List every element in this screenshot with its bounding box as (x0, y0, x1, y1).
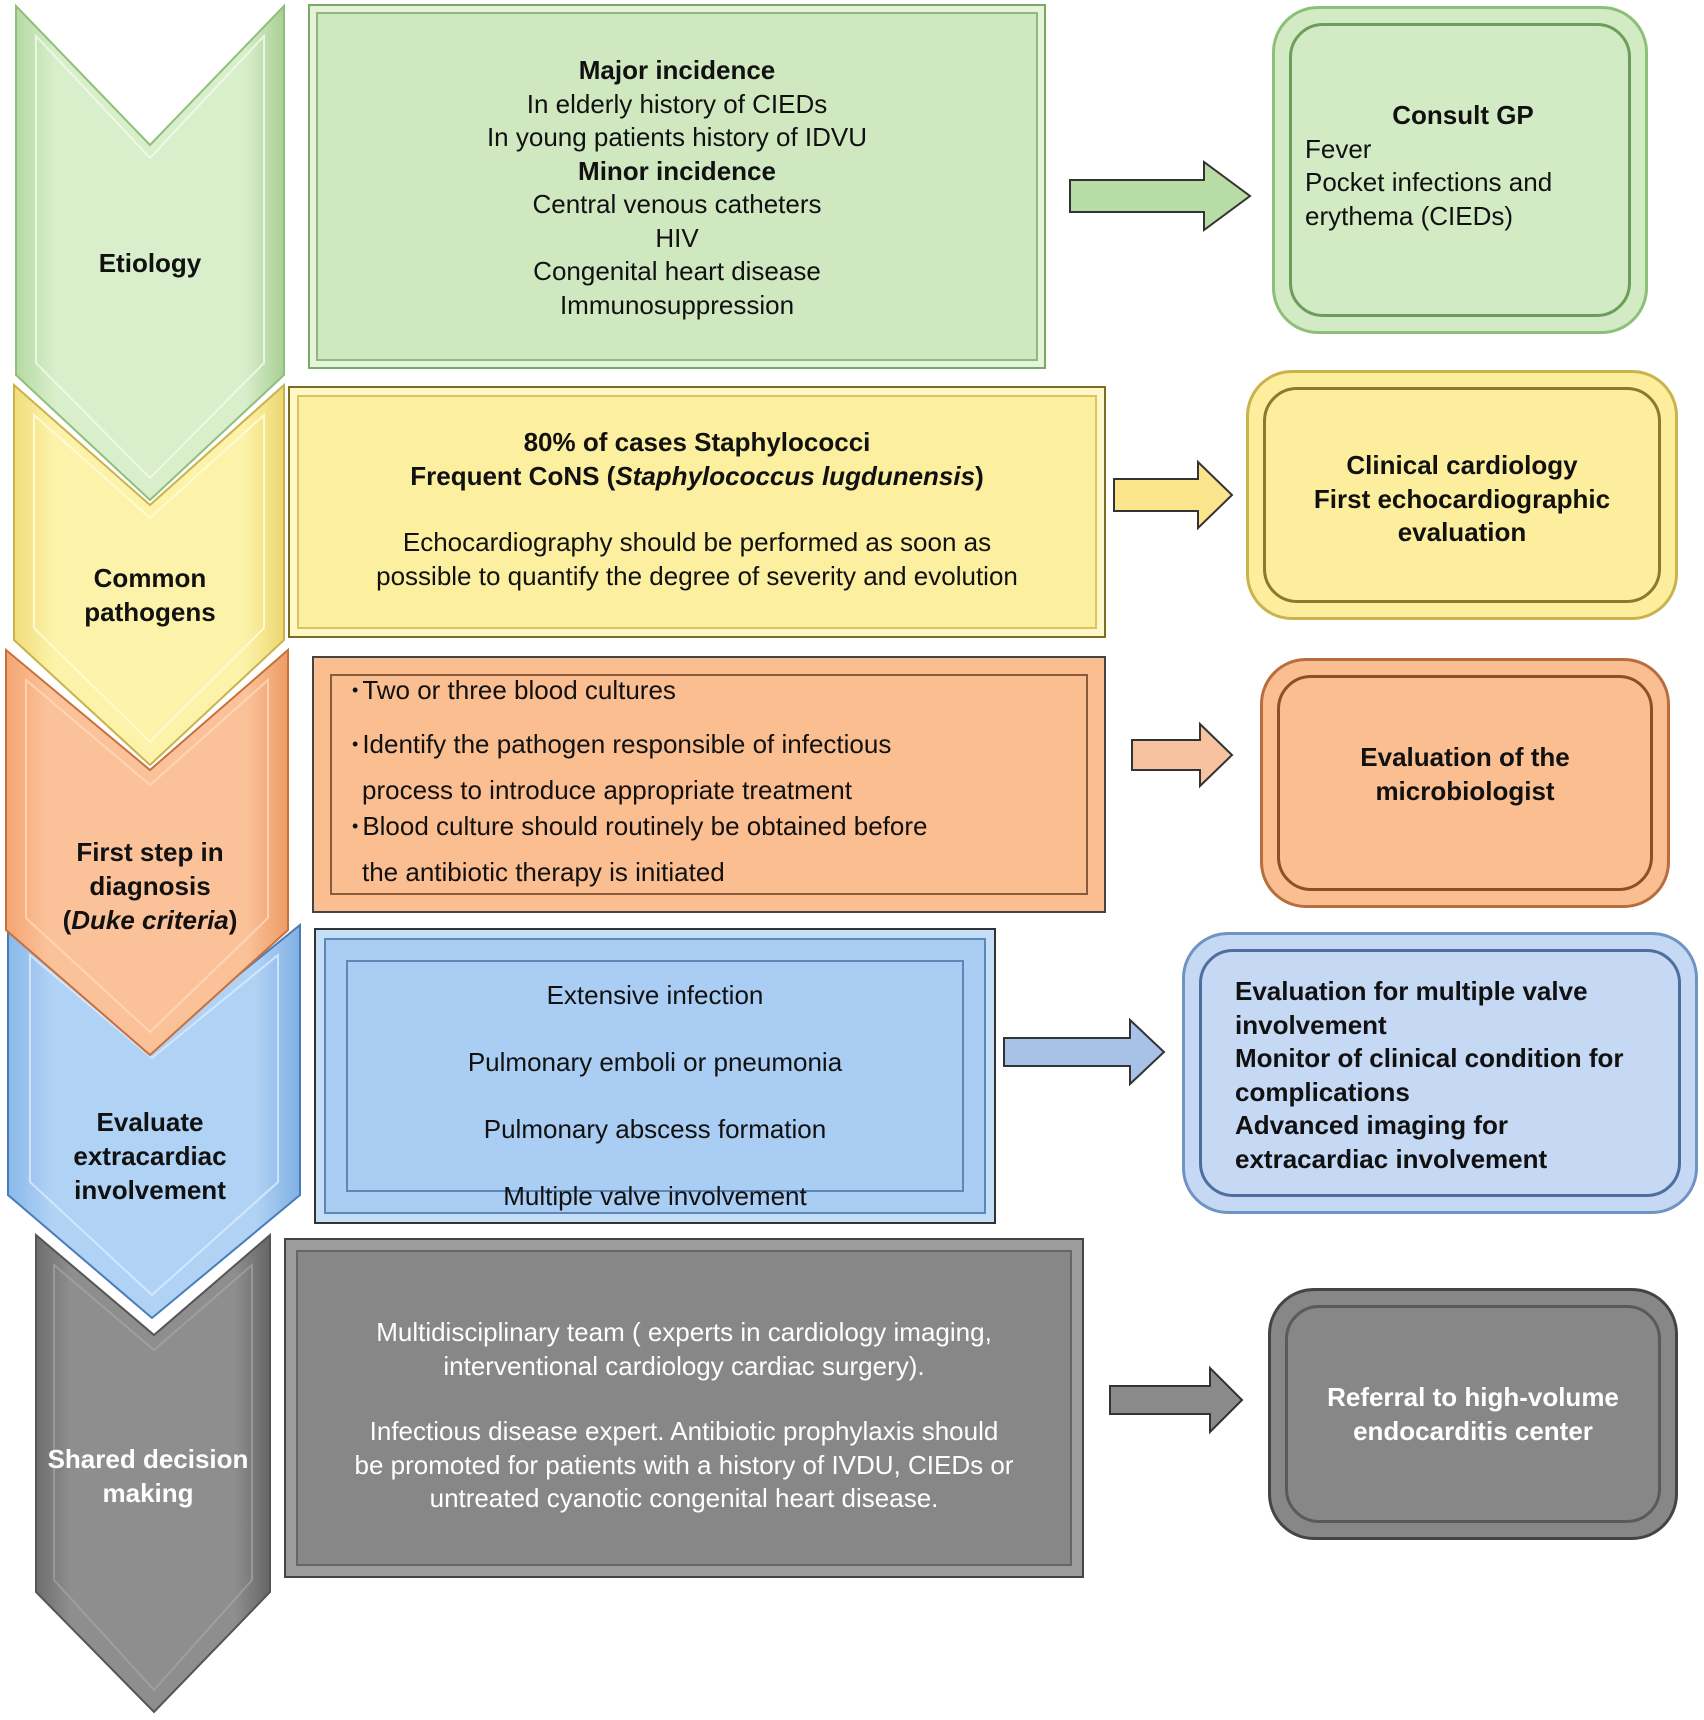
bullet-identify-pathogen: Identify the pathogen responsible of inf… (352, 726, 1092, 762)
detail-line: Central venous catheters (532, 189, 822, 219)
stage-label-extracardiac: Evaluate extracardiac involvement (73, 1107, 227, 1205)
prophylaxis-note-line: Infectious disease expert. Antibiotic pr… (369, 1416, 999, 1446)
result-line: evaluation (1397, 517, 1527, 547)
minor-incidence-heading: Minor incidence (578, 155, 776, 186)
arrow-right-icon (1113, 459, 1234, 531)
result-clinical-cardiology: Clinical cardiology First echocardiograp… (1246, 370, 1678, 620)
result-line: Monitor of clinical condition for (1235, 1043, 1624, 1073)
detail-line: Immunosuppression (559, 289, 795, 320)
chevron-first-step (5, 647, 289, 1057)
stage-label-first-step: First step in diagnosis (Duke criteria) (62, 837, 238, 935)
result-line: Pocket infections and (1305, 167, 1553, 197)
echo-note-line: possible to quantify the degree of sever… (376, 560, 1018, 591)
major-incidence-heading: Major incidence (578, 55, 776, 85)
pathogen-share-line: 80% of cases Staphylococci (523, 427, 871, 457)
detail-line: Congenital heart disease (533, 256, 821, 286)
result-line: Advanced imaging for (1235, 1110, 1509, 1140)
bullet-before-antibiotics-cont: the antibiotic therapy is initiated (362, 857, 725, 887)
prophylaxis-note-line: untreated cyanotic congenital heart dise… (429, 1483, 939, 1513)
result-line: endocarditis center (1353, 1415, 1593, 1446)
bullet-identify-pathogen-cont: process to introduce appropriate treatme… (362, 775, 852, 805)
chevron-etiology (15, 3, 285, 502)
stage-label-shared-decision: Shared decision making (47, 1444, 249, 1508)
result-consult-gp: Consult GP Fever Pocket infections and e… (1272, 6, 1648, 334)
arrow-right-icon (1131, 721, 1234, 789)
result-line: involvement (1235, 1009, 1387, 1040)
result-line: extracardiac involvement (1235, 1143, 1548, 1174)
result-line: erythema (CIEDs) (1305, 200, 1514, 231)
result-line: Fever (1305, 133, 1372, 164)
detail-box-etiology: Major incidence In elderly history of CI… (308, 4, 1046, 369)
team-note-line: interventional cardiology cardiac surger… (443, 1350, 925, 1381)
detail-line: HIV (655, 222, 699, 253)
result-line: microbiologist (1375, 775, 1555, 806)
prophylaxis-note-line: be promoted for patients with a history … (354, 1449, 1014, 1480)
result-line: Referral to high-volume (1327, 1382, 1619, 1412)
pathogen-cons-line: Frequent CoNS (Staphylococcus lugdunensi… (410, 460, 984, 491)
result-line: Evaluation for multiple valve (1235, 976, 1588, 1006)
result-line: First echocardiographic (1313, 483, 1611, 514)
arrow-right-icon (1003, 1017, 1166, 1087)
result-line: Clinical cardiology (1346, 450, 1578, 480)
result-referral: Referral to high-volume endocarditis cen… (1268, 1288, 1678, 1540)
result-title: Consult GP (1392, 100, 1534, 130)
stage-chevrons (5, 3, 301, 1714)
arrow-right-icon (1109, 1365, 1244, 1435)
extracardiac-item: Extensive infection (546, 980, 764, 1010)
team-note-line: Multidisciplinary team ( experts in card… (376, 1317, 992, 1347)
stage-label-etiology: Etiology (98, 248, 202, 278)
extracardiac-item: Pulmonary emboli or pneumonia (467, 1047, 843, 1077)
extracardiac-item: Pulmonary abscess formation (483, 1114, 827, 1144)
chevron-shared-decision (35, 1232, 271, 1714)
detail-box-first-step: Two or three blood cultures Identify the… (312, 656, 1106, 913)
echo-note-line: Echocardiography should be performed as … (402, 527, 992, 557)
detail-box-common-pathogens: 80% of cases Staphylococci Frequent CoNS… (288, 386, 1106, 638)
result-line: complications (1235, 1076, 1410, 1107)
result-line: Evaluation of the (1360, 742, 1570, 772)
bullet-before-antibiotics: Blood culture should routinely be obtain… (352, 808, 1092, 844)
arrow-right-icon (1069, 160, 1252, 232)
detail-line: In young patients history of IDVU (486, 122, 868, 152)
detail-box-shared-decision: Multidisciplinary team ( experts in card… (284, 1238, 1084, 1578)
result-microbiologist: Evaluation of the microbiologist (1260, 658, 1670, 908)
chevron-common-pathogens (13, 382, 285, 767)
detail-line: In elderly history of CIEDs (526, 88, 828, 119)
result-multiple-valve-evaluation: Evaluation for multiple valve involvemen… (1182, 932, 1698, 1214)
bullet-blood-cultures: Two or three blood cultures (352, 672, 1092, 708)
extracardiac-item: Multiple valve involvement (503, 1181, 807, 1211)
stage-label-common-pathogens: Common pathogens (84, 563, 216, 627)
detail-box-extracardiac: Extensive infection Pulmonary emboli or … (314, 928, 996, 1224)
